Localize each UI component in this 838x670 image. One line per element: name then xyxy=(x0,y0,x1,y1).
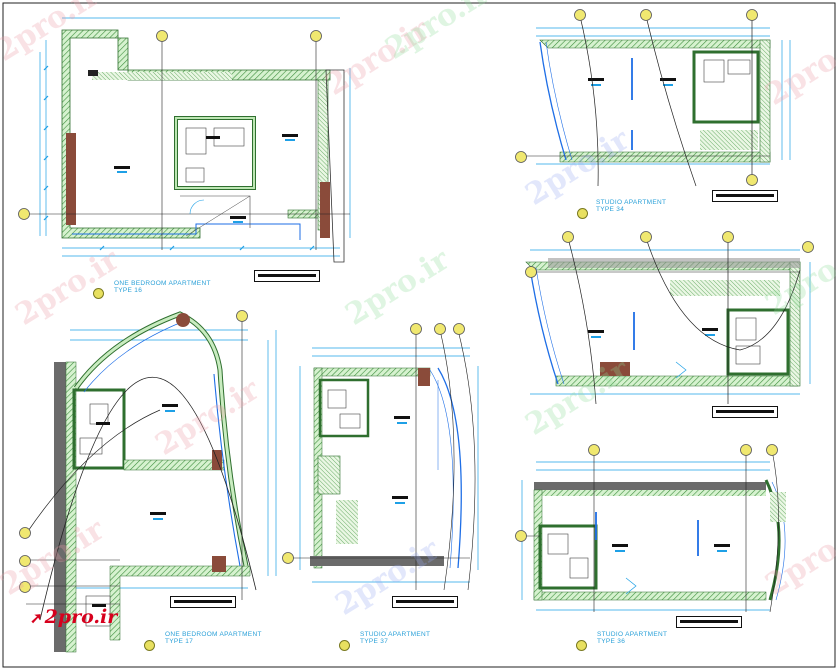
logo-text: 2pro.ir xyxy=(44,606,118,628)
plan-studio-37 xyxy=(282,323,479,591)
site-logo[interactable]: ➚2pro.ir xyxy=(30,606,117,628)
scale-bar xyxy=(712,406,778,418)
title-symbol-icon xyxy=(576,640,587,651)
title-symbol-icon xyxy=(577,208,588,219)
scale-bar xyxy=(392,596,458,608)
plan-studio-middle-right xyxy=(525,231,814,405)
scale-bar xyxy=(170,596,236,608)
plan-one-bedroom-16 xyxy=(18,17,351,263)
plan-one-bedroom-17 xyxy=(19,310,277,653)
scale-bar xyxy=(712,190,778,202)
title-symbol-icon xyxy=(144,640,155,651)
title-symbol-icon xyxy=(93,288,104,299)
arrow-icon: ➚ xyxy=(30,609,43,627)
scale-bar xyxy=(254,270,320,282)
title-symbol-icon xyxy=(339,640,350,651)
plan-studio-34 xyxy=(515,9,791,187)
plan-studio-36 xyxy=(515,444,786,613)
scale-bar xyxy=(676,616,742,628)
